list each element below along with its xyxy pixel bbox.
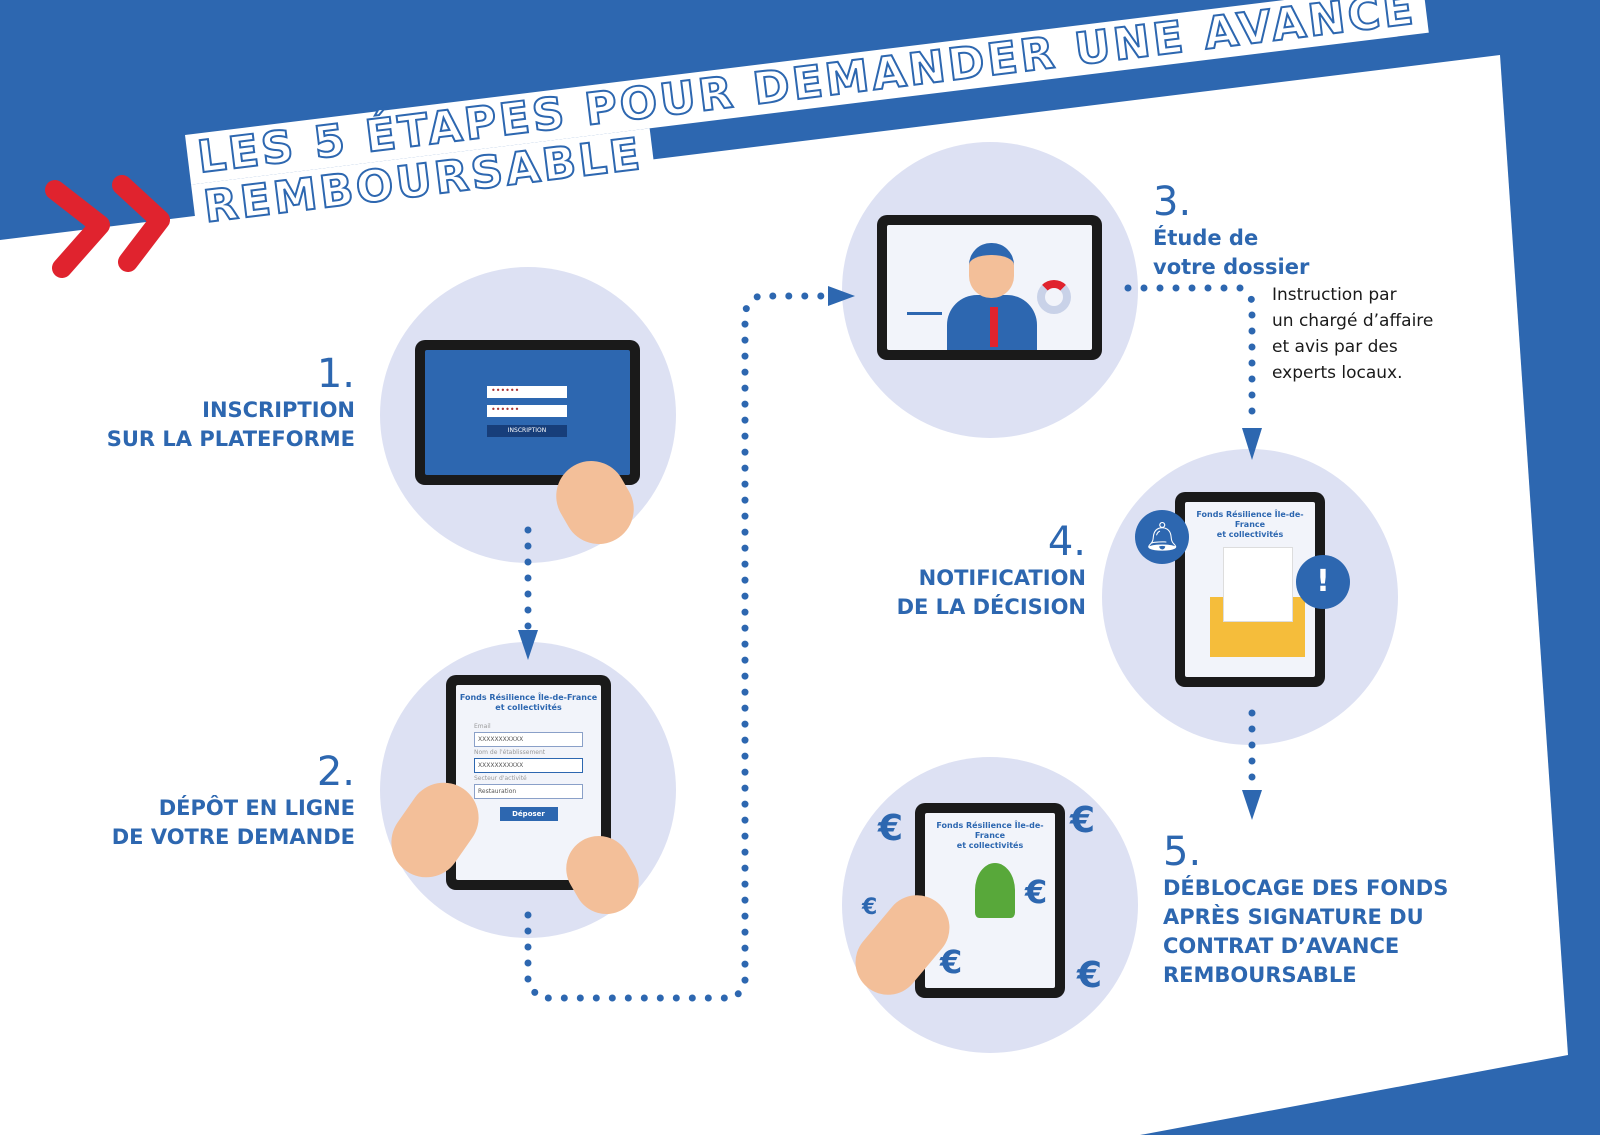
euro-icon: € bbox=[878, 808, 904, 849]
step-4: 4. NOTIFICATION DE LA DÉCISION bbox=[896, 519, 1086, 619]
bell-icon: 🔔︎ bbox=[1135, 510, 1189, 564]
euro-icon: € bbox=[862, 895, 878, 920]
step-5: 5. DÉBLOCAGE DES FONDS APRÈS SIGNATURE D… bbox=[1163, 829, 1449, 987]
advisor-tablet bbox=[877, 215, 1102, 360]
inscription-button: INSCRIPTION bbox=[487, 425, 567, 437]
alert-icon: ! bbox=[1296, 555, 1350, 609]
euro-icon: € bbox=[1077, 955, 1103, 996]
donut-chart-icon bbox=[1037, 280, 1071, 314]
chevrons-icon bbox=[45, 175, 170, 278]
login-tablet: •••••• •••••• INSCRIPTION bbox=[415, 340, 640, 485]
step-1: 1. INSCRIPTION SUR LA PLATEFORME bbox=[106, 351, 355, 451]
euro-icon: € bbox=[1025, 873, 1048, 911]
euro-icon: € bbox=[940, 943, 963, 981]
step-2: 2. DÉPÔT EN LIGNE DE VOTRE DEMANDE bbox=[111, 749, 355, 849]
plant-icon bbox=[975, 863, 1015, 918]
arrow-icons bbox=[518, 286, 1262, 820]
euro-icon: € bbox=[1070, 800, 1096, 841]
step-3-description: Instruction par un chargé d’affaire et a… bbox=[1272, 285, 1434, 383]
deposer-button: Déposer bbox=[499, 807, 558, 821]
bar-chart-icon bbox=[907, 285, 942, 315]
step-3: 3. Étude de votre dossier bbox=[1153, 179, 1310, 279]
dotted-path bbox=[524, 284, 1256, 1002]
